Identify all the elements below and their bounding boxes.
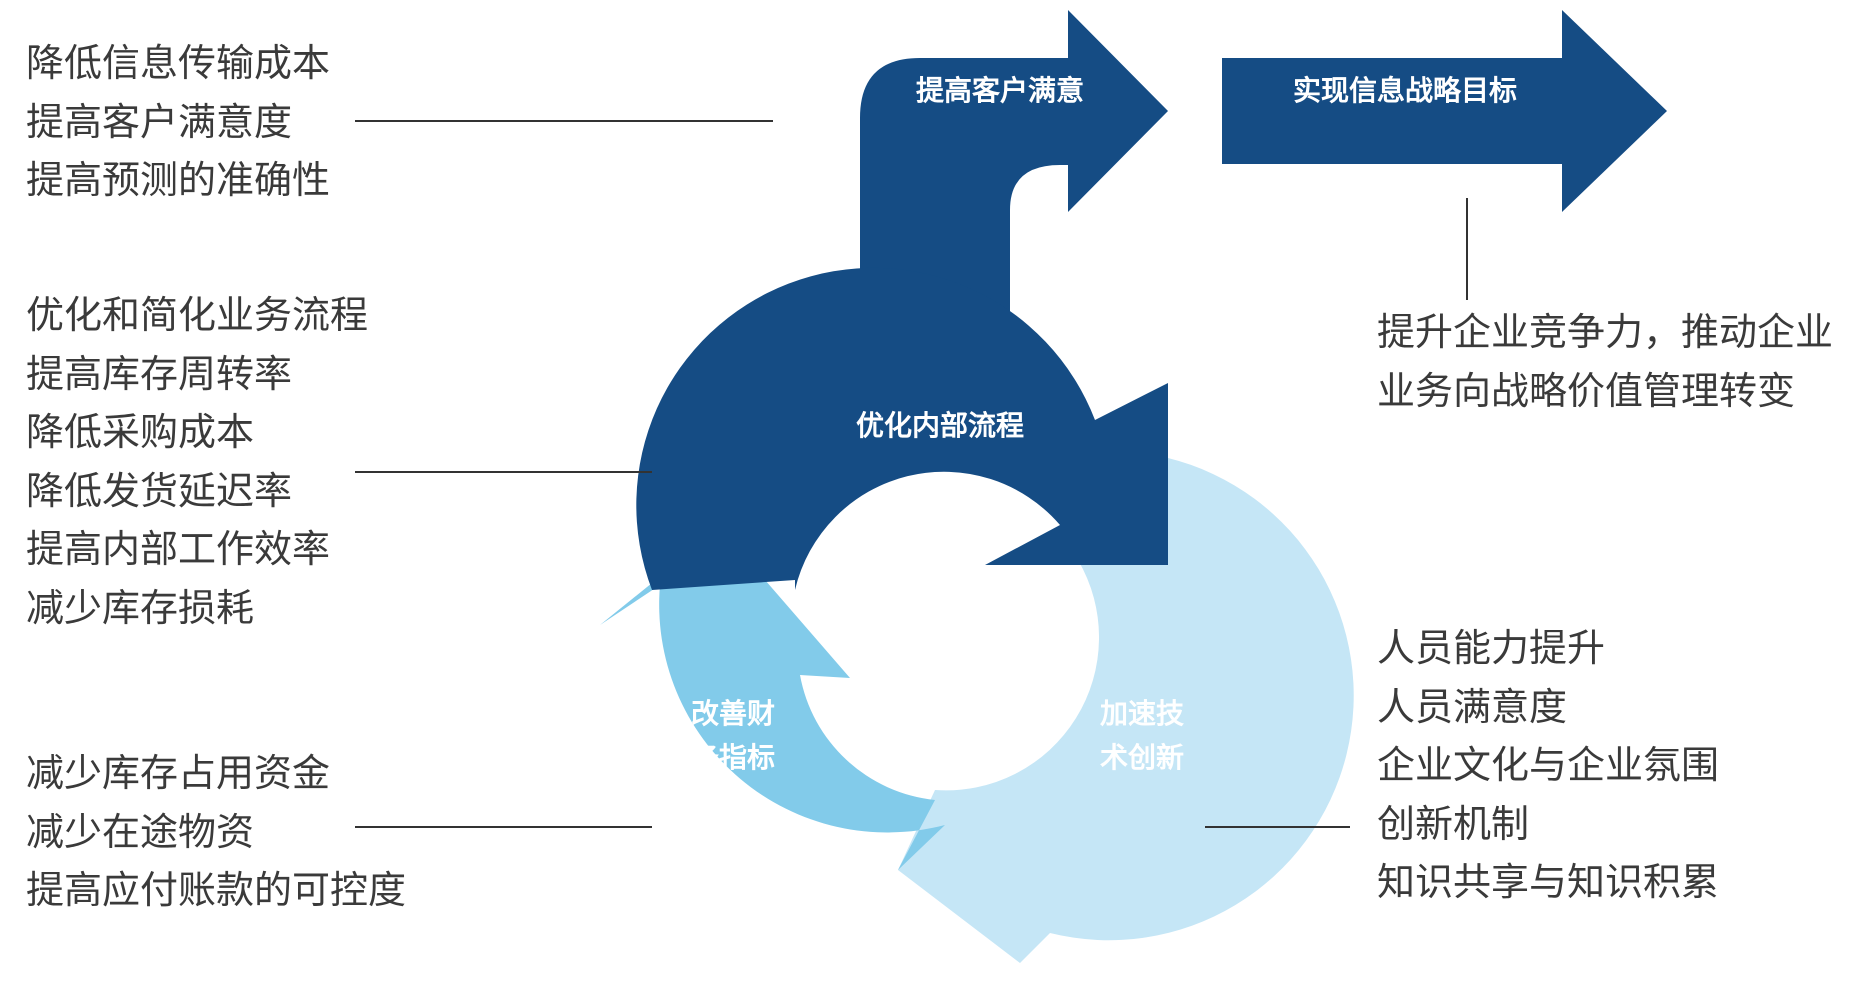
goal-item: 企业文化与企业氛围 (1377, 743, 1720, 787)
goal-item: 减少库存损耗 (26, 585, 255, 630)
goal-item: 提高内部工作效率 (26, 527, 331, 571)
cycle-segment-internal (636, 267, 1168, 590)
goal-item: 提高客户满意度 (26, 99, 293, 144)
goal-item: 减少在途物资 (26, 809, 255, 854)
goal-item: 提高应付账款的可控度 (26, 868, 407, 912)
tech-goals-list: 人员能力提升人员满意度企业文化与企业氛围创新机制知识共享与知识积累 (1377, 619, 1719, 912)
customer-arrow (860, 10, 1168, 344)
goal-item: 减少库存占用资金 (26, 751, 331, 795)
goal-item: 业务向战略价值管理转变 (1377, 368, 1796, 413)
strategy-arrow (1222, 10, 1667, 212)
finance-label-line2: 务指标 (691, 741, 775, 774)
strategy-arrow-label: 实现信息战略目标 (1293, 74, 1517, 107)
strategy-goals-list: 提升企业竞争力，推动企业业务向战略价值管理转变 (1377, 303, 1833, 420)
goal-item: 提高预测的准确性 (26, 158, 331, 202)
goal-item: 知识共享与知识积累 (1377, 860, 1720, 904)
cycle-segment-finance (600, 528, 945, 870)
goal-item: 人员满意度 (1377, 684, 1568, 729)
goal-item: 人员能力提升 (1377, 626, 1606, 670)
customer-goals-list: 降低信息传输成本提高客户满意度提高预测的准确性 (26, 34, 330, 210)
goal-item: 优化和简化业务流程 (26, 293, 369, 337)
goal-item: 降低信息传输成本 (26, 41, 331, 85)
customer-arrow-label: 提高客户满意 (916, 74, 1084, 107)
tech-label-line2: 术创新 (1100, 741, 1184, 774)
goal-item: 降低发货延迟率 (26, 468, 293, 513)
cycle-segment-tech (898, 458, 1354, 963)
goal-item: 创新机制 (1377, 801, 1530, 846)
internal-process-label: 优化内部流程 (856, 409, 1024, 442)
goal-item: 提升企业竞争力，推动企业 (1377, 310, 1834, 354)
finance-label-line1: 改善财 (691, 697, 775, 730)
goal-item: 提高库存周转率 (26, 351, 293, 396)
tech-label-line1: 加速技 (1100, 697, 1184, 730)
internal-goals-list: 优化和简化业务流程提高库存周转率降低采购成本降低发货延迟率提高内部工作效率减少库… (26, 286, 368, 637)
goal-item: 降低采购成本 (26, 410, 255, 454)
finance-goals-list: 减少库存占用资金减少在途物资提高应付账款的可控度 (26, 744, 406, 920)
